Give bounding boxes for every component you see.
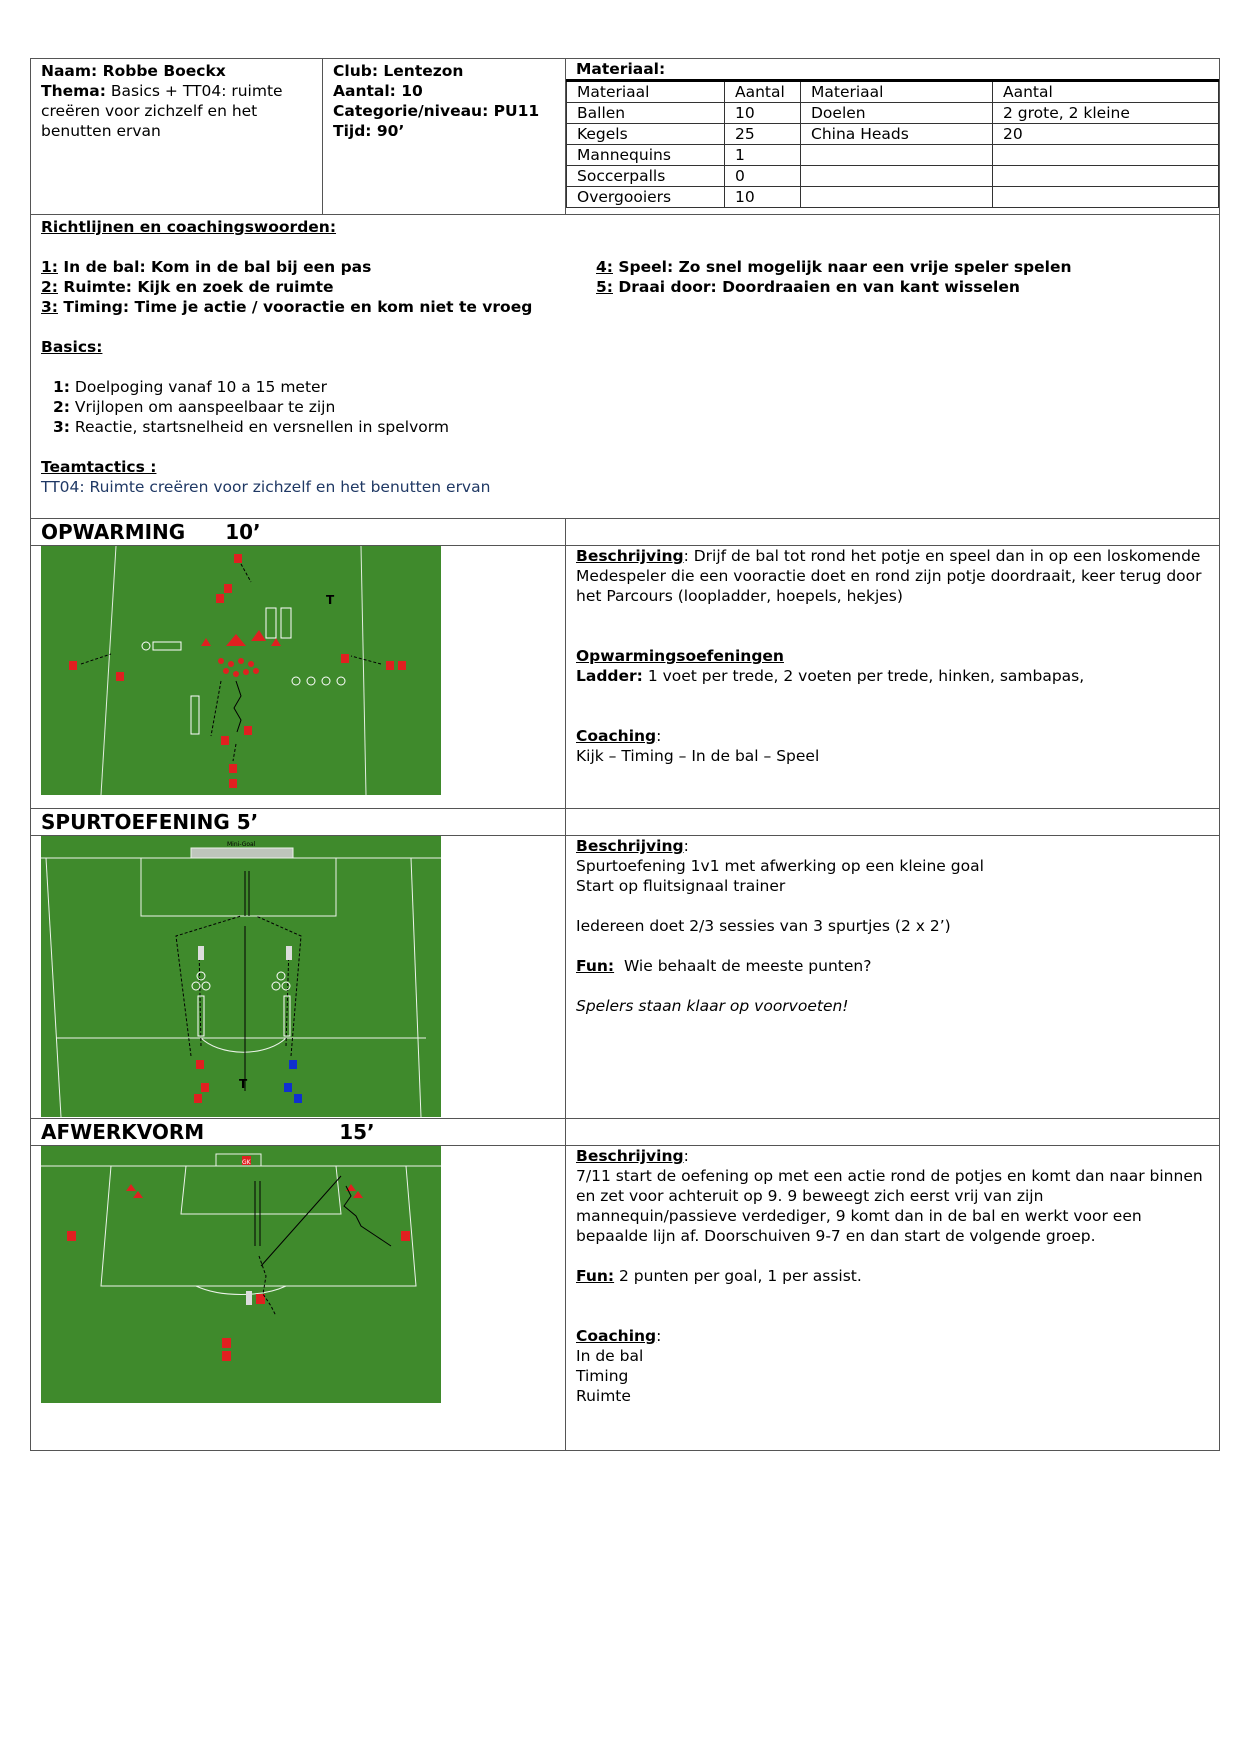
richtlijnen-left: 1: In de bal: Kom in de bal bij een pas 2… xyxy=(41,257,596,317)
materiaal-cell xyxy=(992,165,1219,187)
opwarming-text-cell: Beschrijving: Drijf de bal tot rond het … xyxy=(565,545,1220,809)
materiaal-cell: Soccerpalls xyxy=(566,165,725,187)
materiaal-cell: Aantal xyxy=(992,79,1219,103)
afwerk-time: 15’ xyxy=(339,1120,375,1144)
spurt-fun: Fun: Wie behaalt de meeste punten? xyxy=(576,957,872,975)
richtlijnen-right: 4: Speel: Zo snel mogelijk naar een vrij… xyxy=(596,257,1209,317)
materiaal-cell xyxy=(992,186,1219,208)
opwarming-title: OPWARMING xyxy=(41,520,186,544)
materiaal-cell: 20 xyxy=(992,123,1219,145)
richtlijn-item: 2: Ruimte: Kijk en zoek de ruimte xyxy=(41,278,334,296)
richtlijnen-cell: Richtlijnen en coachingswoorden: 1: In d… xyxy=(30,214,1220,519)
spurt-diagram-cell: Mini-Goal xyxy=(30,835,566,1119)
materiaal-cell xyxy=(800,165,993,187)
basics-title: Basics: xyxy=(41,338,103,356)
afwerk-diagram-cell: GK xyxy=(30,1145,566,1451)
opwarming-title-cell: OPWARMING 10’ xyxy=(30,518,566,546)
spurt-sessies: Iedereen doet 2/3 sessies van 3 spurtjes… xyxy=(576,917,951,935)
opwarming-diagram-cell: T xyxy=(30,545,566,809)
opwarming-coaching-text: Kijk – Timing – In de bal – Speel xyxy=(576,747,820,765)
categorie: Categorie/niveau: PU11 xyxy=(333,102,540,120)
basics-item: 1: Doelpoging vanaf 10 a 15 meter xyxy=(53,378,327,396)
spurt-text-cell: Beschrijving: Spurtoefening 1v1 met afwe… xyxy=(565,835,1220,1119)
afwerk-title: AFWERKVORM xyxy=(41,1120,205,1144)
afwerk-title-cell: AFWERKVORM 15’ xyxy=(30,1118,566,1146)
header-club-cell: Club: Lentezon Aantal: 10 Categorie/nive… xyxy=(322,58,566,215)
spurt-line-1: Spurtoefening 1v1 met afwerking op een k… xyxy=(576,857,984,875)
tijd: Tijd: 90’ xyxy=(333,122,405,140)
spurt-line-2: Start op fluitsignaal trainer xyxy=(576,877,786,895)
opwarming-diagram: T xyxy=(41,546,441,795)
materiaal-cell: Materiaal xyxy=(800,79,993,103)
materiaal-cell: Aantal xyxy=(724,79,801,103)
training-sheet: Naam: Robbe Boeckx Thema: Basics + TT04:… xyxy=(30,58,1220,1451)
richtlijn-item: 1: In de bal: Kom in de bal bij een pas xyxy=(41,258,372,276)
afwerk-diagram: GK xyxy=(41,1146,441,1403)
thema: Thema: Basics + TT04: ruimte creëren voo… xyxy=(41,82,283,140)
player-markers xyxy=(69,554,406,788)
materiaal-cell: 1 xyxy=(724,144,801,166)
opwarming-beschrijving: Beschrijving: Drijf de bal tot rond het … xyxy=(576,547,1202,605)
materiaal-cell: Overgooiers xyxy=(566,186,725,208)
naam: Naam: Robbe Boeckx xyxy=(41,62,226,80)
materiaal-title: Materiaal: xyxy=(576,60,666,78)
spurt-title-cell: SPURTOEFENING 5’ xyxy=(30,808,566,836)
materiaal-cell: 25 xyxy=(724,123,801,145)
basics-item: 2: Vrijlopen om aanspeelbaar te zijn xyxy=(53,398,336,416)
aantal: Aantal: 10 xyxy=(333,82,423,100)
club: Club: Lentezon xyxy=(333,62,464,80)
mini-goal-label: Mini-Goal xyxy=(227,841,256,848)
teamtactics-text: TT04: Ruimte creëren voor zichzelf en he… xyxy=(41,478,491,496)
materiaal-cell xyxy=(800,186,993,208)
spurt-diagram: Mini-Goal xyxy=(41,836,441,1117)
basics-item: 3: Reactie, startsnelheid en versnellen … xyxy=(53,418,449,436)
richtlijn-item: 5: Draai door: Doordraaien en van kant w… xyxy=(596,278,1020,296)
afwerk-coaching-2: Timing xyxy=(576,1367,629,1385)
richtlijn-item: 3: Timing: Time je actie / vooractie en … xyxy=(41,298,533,316)
afwerk-beschrijving-text: 7/11 start de oefening op met een actie … xyxy=(576,1167,1203,1245)
basics-list: 1: Doelpoging vanaf 10 a 15 meter 2: Vrij… xyxy=(41,377,1209,437)
materiaal-cell xyxy=(800,144,993,166)
opwarming-coaching-title: Coaching: xyxy=(576,727,662,745)
materiaal-cell: Kegels xyxy=(566,123,725,145)
afwerk-coaching-3: Ruimte xyxy=(576,1387,631,1405)
materiaal-cell: Ballen xyxy=(566,102,725,124)
spurt-beschrijving-title: Beschrijving: xyxy=(576,837,689,855)
header-name-cell: Naam: Robbe Boeckx Thema: Basics + TT04:… xyxy=(30,58,323,215)
svg-text:T: T xyxy=(239,1077,248,1091)
afwerk-coaching-title: Coaching: xyxy=(576,1327,662,1345)
materiaal-cell: Doelen xyxy=(800,102,993,124)
richtlijnen-title: Richtlijnen en coachingswoorden: xyxy=(41,218,337,236)
main-table: Naam: Robbe Boeckx Thema: Basics + TT04:… xyxy=(30,58,1220,1451)
afwerk-beschrijving-title: Beschrijving: xyxy=(576,1147,689,1165)
materiaal-cell: Mannequins xyxy=(566,144,725,166)
opwarming-time: 10’ xyxy=(225,520,261,544)
materiaal-cell: 0 xyxy=(724,165,801,187)
gk-label: GK xyxy=(242,1159,252,1166)
materiaal-cell: Materiaal xyxy=(566,79,725,103)
afwerk-fun: Fun: 2 punten per goal, 1 per assist. xyxy=(576,1267,862,1285)
teamtactics-title: Teamtactics : xyxy=(41,458,157,476)
afwerk-coaching-1: In de bal xyxy=(576,1347,644,1365)
spurt-note: Spelers staan klaar op voorvoeten! xyxy=(576,997,849,1015)
materiaal-cell: 10 xyxy=(724,102,801,124)
materiaal-cell xyxy=(992,144,1219,166)
opwarming-ladder: Ladder: 1 voet per trede, 2 voeten per t… xyxy=(576,667,1085,685)
afwerk-text-cell: Beschrijving: 7/11 start de oefening op … xyxy=(565,1145,1220,1451)
spurt-title: SPURTOEFENING 5’ xyxy=(41,810,259,834)
materiaal-cell: 10 xyxy=(724,186,801,208)
opwarming-oefeningen-title: Opwarmingsoefeningen xyxy=(576,647,784,665)
materiaal-cell: China Heads xyxy=(800,123,993,145)
richtlijn-item: 4: Speel: Zo snel mogelijk naar een vrij… xyxy=(596,258,1072,276)
materiaal-cell: 2 grote, 2 kleine xyxy=(992,102,1219,124)
svg-text:T: T xyxy=(326,593,335,607)
